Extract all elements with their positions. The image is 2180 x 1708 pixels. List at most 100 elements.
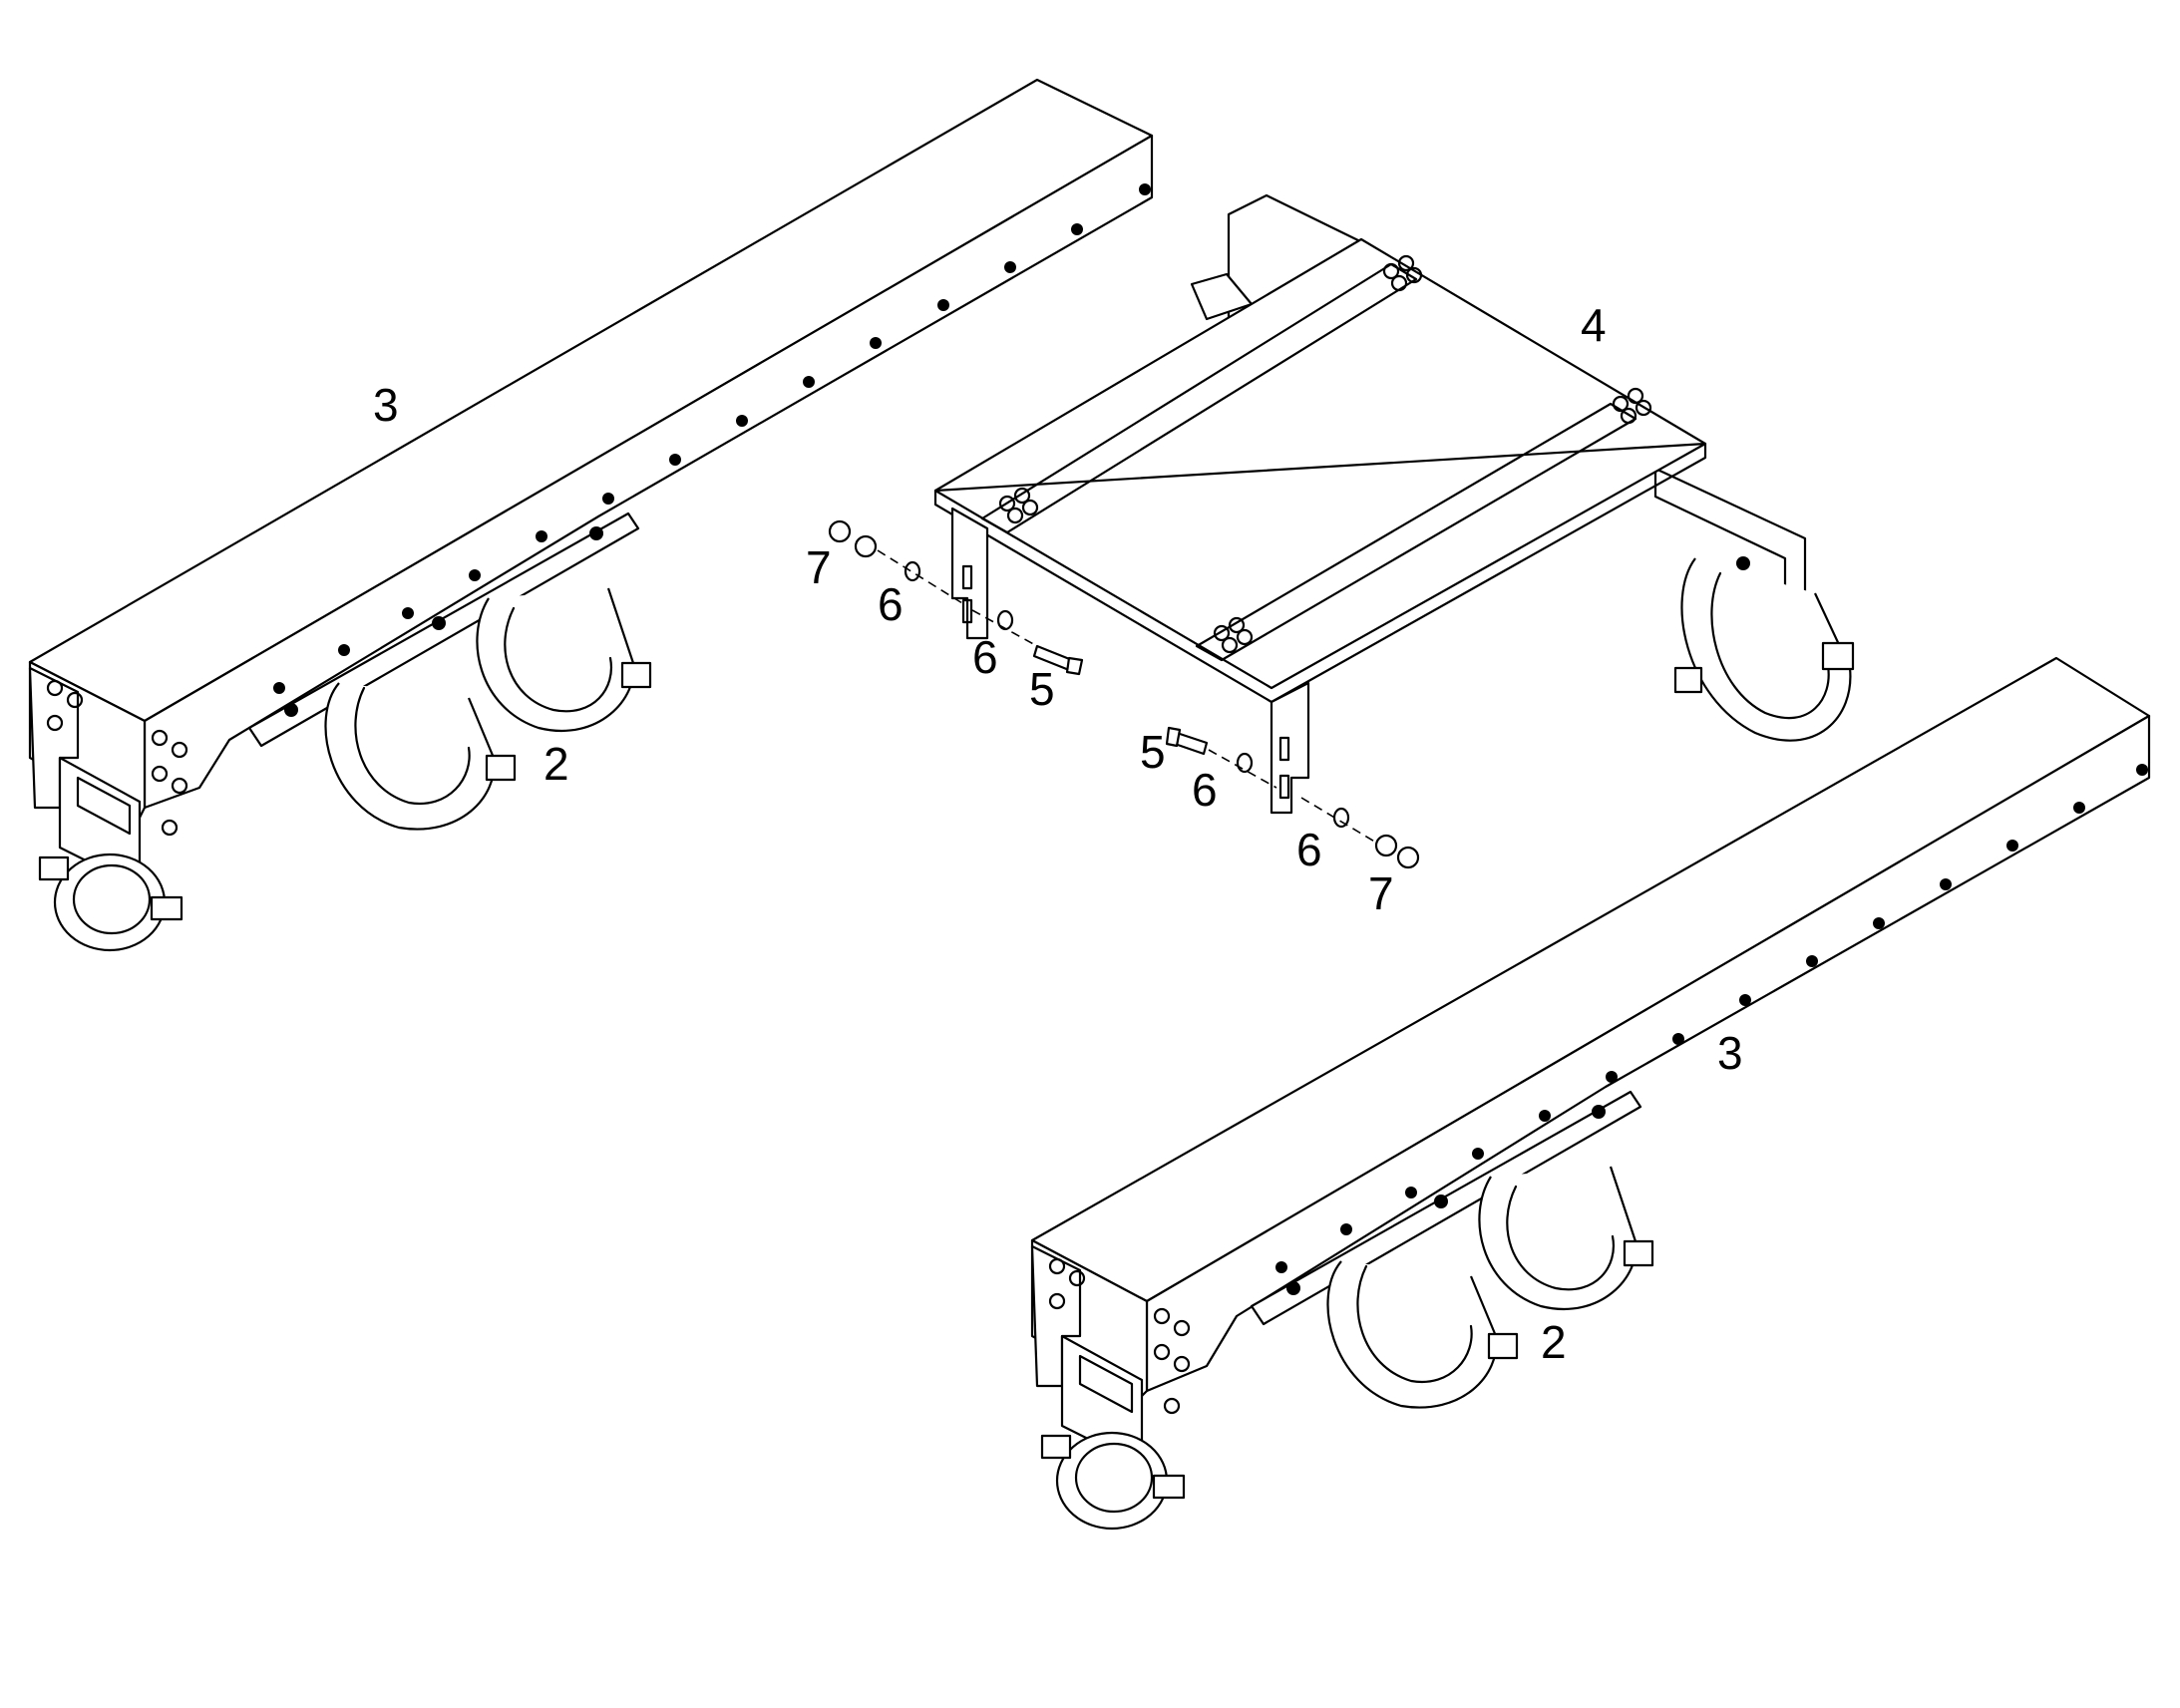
platform-deck-edge — [933, 442, 1707, 704]
beam-bolt — [870, 337, 882, 349]
beam-bolt — [1739, 994, 1751, 1006]
right-large-clamp-2-inner — [1506, 1185, 1616, 1291]
hardware-upper — [828, 519, 1084, 676]
strip-bolt — [284, 703, 298, 717]
right-bracket-hole — [1153, 1343, 1171, 1361]
right-end-pipe-clamp — [1055, 1431, 1169, 1531]
deck-bolt-cluster — [1382, 254, 1423, 292]
beam-bolt — [1275, 1261, 1287, 1273]
beam-bolt — [803, 376, 815, 388]
beam-bolt — [1539, 1110, 1551, 1122]
bolt-5-upper-head — [1065, 656, 1084, 676]
left-large-clamp-1-inner — [354, 686, 471, 806]
left-beam-assembly — [28, 78, 1154, 952]
right-bracket-hole — [1173, 1355, 1191, 1373]
strip-bolt — [1434, 1195, 1448, 1208]
beam-bolt — [1672, 1033, 1684, 1045]
leg-slot — [1278, 774, 1290, 800]
callout-2-left: 2 — [544, 738, 569, 790]
assembly-axis-lower — [1208, 749, 1277, 789]
leg-slot — [1278, 736, 1290, 762]
callout-6-upper-b: 6 — [972, 631, 998, 683]
assembly-axis-upper-b — [971, 609, 1038, 647]
deck-bolt-cluster — [1612, 387, 1652, 425]
callout-6-lower-b: 6 — [1296, 824, 1322, 875]
beam-bolt — [338, 644, 350, 656]
beam-bolt — [1139, 183, 1151, 195]
callout-2-right: 2 — [1541, 1316, 1567, 1368]
leg-slot — [961, 598, 973, 624]
beam-bolt — [669, 454, 681, 466]
left-large-clamp-2-inner — [504, 606, 613, 713]
nut-7-upper-b — [854, 534, 878, 558]
left-bracket-hole — [66, 691, 84, 709]
beam-bolt — [536, 530, 547, 542]
right-end-pipe-clamp-inner — [1074, 1442, 1154, 1514]
beam-bolt — [2073, 802, 2085, 814]
beam-bolt — [469, 569, 481, 581]
left-end-pipe-clamp-inner — [72, 863, 152, 935]
callout-5-lower: 5 — [1140, 726, 1166, 778]
left-bracket-hole — [46, 679, 64, 697]
left-clamp-nut — [485, 754, 517, 782]
beam-bolt — [1472, 1148, 1484, 1160]
beam-bolt — [2006, 840, 2018, 852]
right-hanger-slot — [1078, 1354, 1134, 1414]
right-bracket-hole — [1163, 1397, 1181, 1415]
deck-bolt-cluster — [1213, 616, 1254, 654]
right-bracket-hole — [1048, 1292, 1066, 1310]
beam-bolt — [602, 493, 614, 505]
callout-7-upper: 7 — [806, 541, 832, 593]
beam-bolt — [1340, 1223, 1352, 1235]
platform-leg-left — [950, 507, 989, 640]
right-beam-assembly — [1030, 656, 2151, 1531]
washer-6-upper-a — [904, 560, 921, 582]
beam-bolt — [1940, 878, 1952, 890]
washer-6-lower-a — [1236, 752, 1254, 774]
bolt-5-lower-head — [1165, 726, 1182, 748]
left-end-clamp-nut — [150, 895, 183, 921]
beam-bolt — [2136, 764, 2148, 776]
beam-bolt — [1873, 917, 1885, 929]
beam-bolt — [1405, 1187, 1417, 1198]
assembly-axis-upper — [877, 549, 963, 604]
platform-assembly — [933, 193, 1855, 815]
platform-strip-1 — [980, 262, 1418, 534]
beam-bolt — [273, 682, 285, 694]
left-bracket-hole — [46, 714, 64, 732]
right-clamp-nut — [1623, 1239, 1654, 1267]
beam-bolt — [937, 299, 949, 311]
left-clamp-nut — [620, 661, 652, 689]
right-large-clamp-1-inner — [1356, 1264, 1473, 1384]
right-bracket-hole — [1048, 1257, 1066, 1275]
beam-bolt — [402, 607, 414, 619]
callout-4: 4 — [1581, 299, 1607, 351]
strip-bolt — [432, 616, 446, 630]
platform-clamp-nut — [1673, 666, 1703, 694]
strip-bolt — [589, 526, 603, 540]
left-end-pipe-clamp — [53, 853, 167, 952]
left-large-clamp-2 — [476, 587, 635, 733]
right-end-clamp-nut — [1152, 1474, 1186, 1500]
callout-5-upper: 5 — [1029, 663, 1055, 715]
platform-pipe-clamp — [1680, 557, 1852, 742]
right-bracket-hole — [1153, 1307, 1171, 1325]
callout-3-left: 3 — [373, 379, 399, 431]
right-beam-side-face — [1145, 714, 2151, 1393]
callout-7-lower: 7 — [1368, 867, 1394, 919]
platform-clamp-nut — [1821, 641, 1855, 671]
right-large-clamp-2 — [1478, 1166, 1637, 1311]
nut-7-upper — [828, 519, 852, 543]
left-end-clamp-nut — [38, 855, 70, 881]
nut-7-lower — [1374, 834, 1398, 857]
left-bracket-hole — [151, 729, 169, 747]
strip-bolt — [1286, 1281, 1300, 1295]
platform-clamp-bolt — [1736, 556, 1750, 570]
nut-7-lower-b — [1396, 846, 1420, 869]
deck-bolt-cluster — [998, 487, 1039, 524]
assembly-axis-lower-b — [1300, 797, 1382, 847]
beam-bolt — [1606, 1071, 1618, 1083]
right-clamp-nut — [1487, 1332, 1519, 1360]
right-end-clamp-nut — [1040, 1434, 1072, 1460]
